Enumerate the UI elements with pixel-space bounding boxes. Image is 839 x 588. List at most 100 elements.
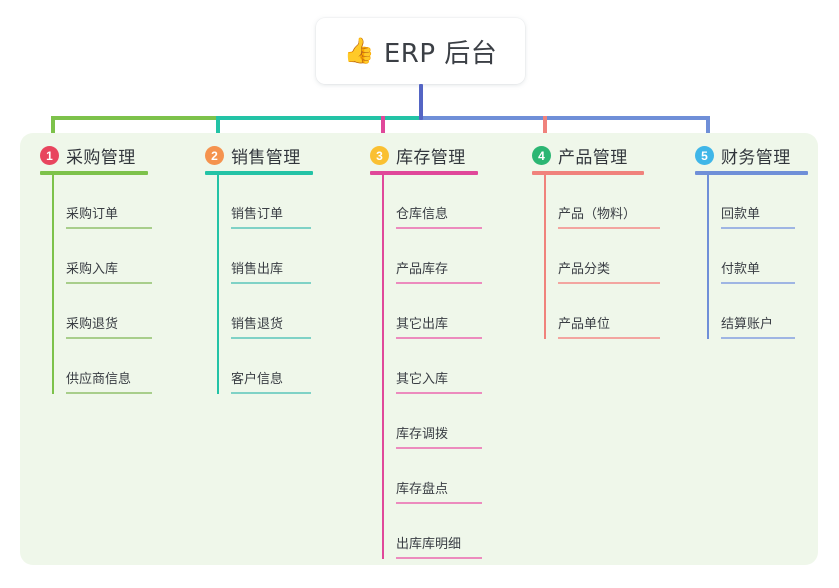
branch-item[interactable]: 回款单	[721, 191, 795, 229]
branch-spine	[52, 173, 54, 394]
branch-item[interactable]: 销售出库	[231, 246, 311, 284]
branch-item-label: 销售出库	[231, 262, 284, 277]
branch-item[interactable]: 出库库明细	[396, 521, 482, 559]
root-node-content: 👍 ERP 后台	[344, 33, 498, 70]
branch-item-rule	[231, 282, 311, 284]
branch-item-rule	[396, 447, 482, 449]
branch-item[interactable]: 产品分类	[558, 246, 660, 284]
branch-item-label: 出库库明细	[396, 537, 462, 552]
branch-item[interactable]: 产品单位	[558, 301, 660, 339]
thumbs-up-icon: 👍	[343, 36, 375, 65]
branch-stub-3	[381, 116, 385, 145]
branch-item-label: 采购入库	[66, 262, 119, 277]
branch-spine	[382, 173, 384, 559]
branch-number-badge: 5	[695, 146, 714, 165]
branch-item-rule	[66, 282, 152, 284]
root-stem	[419, 84, 423, 120]
branch-item-rule	[396, 227, 482, 229]
root-node-card[interactable]: 👍 ERP 后台	[316, 18, 525, 84]
branch-item-rule	[396, 502, 482, 504]
branch-title: 产品管理	[558, 148, 628, 168]
branch-stub-1	[51, 116, 55, 145]
branch-item-label: 产品库存	[396, 262, 449, 277]
branch-item-rule	[231, 227, 311, 229]
branch-number-badge: 2	[205, 146, 224, 165]
branch-spine	[217, 173, 219, 394]
branch-title: 库存管理	[396, 148, 466, 168]
branch-item-label: 仓库信息	[396, 207, 449, 222]
branch-item[interactable]: 供应商信息	[66, 356, 152, 394]
bus-segment-2	[216, 116, 423, 120]
branch-item-label: 采购退货	[66, 317, 119, 332]
branches-panel: 1 采购管理采购订单采购入库采购退货供应商信息 2 销售管理销售订单销售出库销售退货客…	[20, 133, 818, 565]
branch-item[interactable]: 产品库存	[396, 246, 482, 284]
branch-item-rule	[721, 227, 795, 229]
branch-title: 采购管理	[66, 148, 136, 168]
branch-header-1[interactable]: 1 采购管理	[40, 143, 136, 168]
branch-number-badge: 4	[532, 146, 551, 165]
branch-item-label: 其它出库	[396, 317, 449, 332]
root-node-title: ERP 后台	[383, 38, 498, 69]
branch-title: 财务管理	[721, 148, 791, 168]
branch-spine	[544, 173, 546, 339]
branch-header-4[interactable]: 4 产品管理	[532, 143, 628, 168]
branch-item[interactable]: 采购订单	[66, 191, 152, 229]
branch-title: 销售管理	[231, 148, 301, 168]
branch-item-rule	[721, 337, 795, 339]
branch-item-rule	[231, 392, 311, 394]
branch-item[interactable]: 产品（物料）	[558, 191, 660, 229]
branch-header-rule	[40, 171, 148, 175]
branch-item-rule	[396, 282, 482, 284]
branch-header-2[interactable]: 2 销售管理	[205, 143, 301, 168]
branch-item-rule	[396, 557, 482, 559]
branch-item[interactable]: 其它出库	[396, 301, 482, 339]
branch-item-label: 采购订单	[66, 207, 119, 222]
bus-segment-3	[419, 116, 710, 120]
branch-header-5[interactable]: 5 财务管理	[695, 143, 791, 168]
branch-header-rule	[370, 171, 478, 175]
branch-item-label: 供应商信息	[66, 372, 132, 387]
branch-item[interactable]: 库存盘点	[396, 466, 482, 504]
branch-item-label: 付款单	[721, 262, 761, 277]
branch-item[interactable]: 其它入库	[396, 356, 482, 394]
branch-item[interactable]: 采购入库	[66, 246, 152, 284]
branch-item[interactable]: 销售退货	[231, 301, 311, 339]
branch-header-rule	[695, 171, 808, 175]
branch-item-rule	[558, 282, 660, 284]
branch-item[interactable]: 结算账户	[721, 301, 795, 339]
branch-spine	[707, 173, 709, 339]
branch-item[interactable]: 仓库信息	[396, 191, 482, 229]
branch-item-rule	[396, 337, 482, 339]
branch-stub-2	[216, 116, 220, 145]
branch-item-label: 销售退货	[231, 317, 284, 332]
branch-header-rule	[205, 171, 313, 175]
branch-number-badge: 1	[40, 146, 59, 165]
branch-item[interactable]: 采购退货	[66, 301, 152, 339]
branch-header-3[interactable]: 3 库存管理	[370, 143, 466, 168]
branch-item-label: 产品（物料）	[558, 207, 637, 222]
branch-item-rule	[558, 227, 660, 229]
branch-number-badge: 3	[370, 146, 389, 165]
branch-item-rule	[66, 227, 152, 229]
branch-item-label: 产品分类	[558, 262, 611, 277]
branch-item[interactable]: 库存调拨	[396, 411, 482, 449]
branch-item-label: 客户信息	[231, 372, 284, 387]
branch-header-rule	[532, 171, 644, 175]
branch-item-label: 产品单位	[558, 317, 611, 332]
branch-item-rule	[66, 337, 152, 339]
branch-item-label: 库存盘点	[396, 482, 449, 497]
branch-item[interactable]: 销售订单	[231, 191, 311, 229]
bus-segment-1	[51, 116, 220, 120]
branch-item-rule	[558, 337, 660, 339]
branch-item-rule	[721, 282, 795, 284]
branch-item[interactable]: 客户信息	[231, 356, 311, 394]
branch-item-rule	[396, 392, 482, 394]
branch-stub-4	[543, 116, 547, 145]
branch-item[interactable]: 付款单	[721, 246, 795, 284]
branch-item-rule	[231, 337, 311, 339]
branch-item-rule	[66, 392, 152, 394]
branch-item-label: 库存调拨	[396, 427, 449, 442]
branch-item-label: 结算账户	[721, 317, 774, 332]
branch-stub-5	[706, 116, 710, 145]
